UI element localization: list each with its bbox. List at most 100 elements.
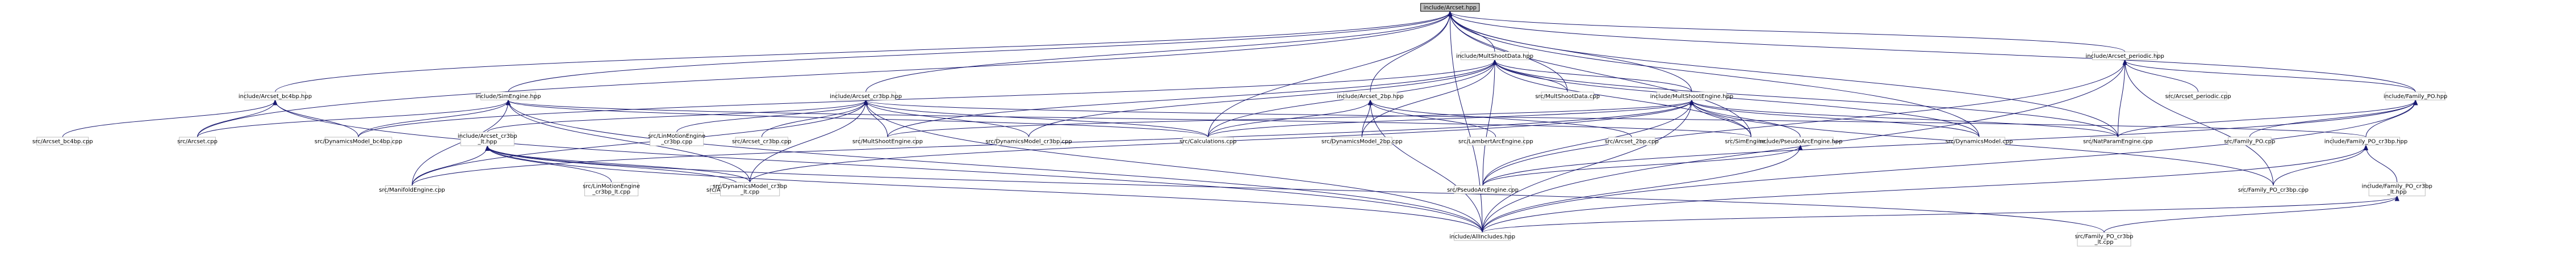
node-box — [1608, 137, 1655, 146]
edge-arcset-periodic-hpp-to-root — [1450, 12, 2126, 52]
edge-family-po-hpp-to-root — [1450, 12, 2416, 92]
node-box — [244, 91, 306, 100]
node-label: include/Arcset_periodic.hpp — [2085, 53, 2164, 60]
edge-arcset-cr3bp-lt-hpp-to-arcset-cr3bp-hpp — [487, 100, 865, 133]
node-label: include/MultShootEngine.hpp — [1650, 94, 1734, 100]
node-lambertarcengine-cpp[interactable]: src/LambertArcEngine.cpp — [1458, 137, 1533, 146]
node-dynamicsmodel-cr3bp-cpp[interactable]: src/DynamicsModel_cr3bp.cpp — [985, 137, 1072, 146]
node-dynamicsmodel-cpp[interactable]: src/DynamicsModel.cpp — [1946, 137, 2013, 146]
edge-multshootengine-cpp-to-multshootengine-hpp — [887, 100, 1692, 138]
node-family-po-cr3bp-cpp[interactable]: src/Family_PO_cr3bp.cpp — [2238, 185, 2309, 194]
node-arcset-cr3bp-hpp[interactable]: include/Arcset_cr3bp.hpp — [830, 91, 902, 100]
node-family-po-cr3bp-lt-cpp[interactable]: src/Family_PO_cr3bp_lt.cpp — [2075, 232, 2134, 247]
node-label: src/NatParamEngine.cpp — [2083, 138, 2153, 145]
node-dynamicsmodel-2bp-cpp[interactable]: src/DynamicsModel_2bp.cpp — [1322, 137, 1403, 146]
edge-arcset-2bp-cpp-to-arcset-2bp-hpp — [1370, 100, 1632, 138]
node-box — [1331, 137, 1392, 146]
node-label: _cr3bp_lt.cpp — [592, 189, 630, 196]
edge-family-po-cr3bp-hpp-to-family-po-hpp — [2365, 100, 2415, 137]
node-allincludes-hpp[interactable]: include/AllIncludes.hpp — [1449, 232, 1515, 241]
node-multshootengine-hpp[interactable]: include/MultShootEngine.hpp — [1650, 91, 1734, 100]
edge-dynamicsmodel-cpp-to-root — [1450, 12, 1980, 137]
node-family-po-cpp[interactable]: src/Family_PO.cpp — [2224, 137, 2275, 146]
node-multshootdata-hpp[interactable]: include/MultShootData.hpp — [1456, 51, 1533, 60]
node-box — [2090, 137, 2146, 146]
edge-family-po-hpp-to-arcset-periodic-hpp — [2125, 60, 2416, 92]
edge-simengine-cpp-to-simengine-hpp — [508, 100, 1751, 138]
node-multshootengine-cpp[interactable]: src/MultShootEngine.cpp — [852, 137, 923, 146]
edge-pseudoarcengine-cpp-to-arcset-periodic-hpp — [1482, 60, 2125, 186]
node-box — [1460, 51, 1529, 60]
edge-natparamengine-cpp-to-arcset-periodic-hpp — [2117, 60, 2125, 137]
node-multshootdata-cpp[interactable]: src/MultShootData.cpp — [1535, 91, 1600, 100]
node-box — [385, 185, 440, 194]
node-linmotionengine-cr3bp-cpp[interactable]: src/LinMotionEngine_cr3bp.cpp — [648, 132, 705, 146]
node-linmotionengine-cr3bp-lt-cpp[interactable]: src/LinMotionEngine_cr3bp_lt.cpp — [583, 182, 640, 197]
node-box — [2077, 232, 2131, 247]
edge-pseudoarcengine-cpp-to-multshootdata-hpp — [1482, 60, 1495, 186]
edge-arcset-bc4bp-cpp-to-arcset-bc4bp-hpp — [62, 100, 275, 138]
edge-dynamicsmodel-cr3bp-cpp-to-multshootdata-hpp — [1028, 60, 1495, 137]
edge-natparamengine-cpp-to-root — [1450, 12, 2118, 137]
edge-multshootengine-cpp-to-arcset-cr3bp-hpp — [866, 100, 888, 137]
edge-manifoldengine-cpp-to-arcset-cr3bp-lt-hpp — [412, 146, 488, 186]
node-arcset-bc4bp-cpp[interactable]: src/Arcset_bc4bp.cpp — [32, 137, 93, 146]
edge-layer — [62, 12, 2416, 233]
edge-dynamicsmodel-cr3bp-cpp-to-arcset-cr3bp-hpp — [866, 100, 1030, 138]
node-simengine-hpp[interactable]: include/SimEngine.hpp — [475, 91, 541, 100]
node-box — [996, 137, 1061, 146]
node-manifoldengine-cpp[interactable]: src/ManifoldEngine.cpp — [379, 185, 445, 194]
node-box — [650, 132, 704, 146]
edge-allincludes-hpp-to-arcset-periodic-hpp — [1482, 60, 2125, 233]
node-pseudoarcengine-cpp[interactable]: src/PseudoArcEngine.cpp — [1447, 185, 1519, 194]
node-family-po-cr3bp-hpp[interactable]: include/Family_PO_cr3bp.hpp — [2324, 137, 2408, 146]
node-family-po-hpp[interactable]: include/Family_PO.hpp — [2383, 91, 2448, 100]
edge-multshootengine-cpp-to-multshootdata-hpp — [887, 60, 1495, 137]
edge-arcset-cpp-to-simengine-hpp — [197, 100, 508, 138]
edge-allincludes-hpp-to-multshootengine-hpp — [1482, 100, 1692, 233]
node-root: include/Arcset.hpp — [1420, 3, 1480, 12]
node-simengine-cpp[interactable]: src/SimEngine.cpp — [1725, 137, 1778, 146]
node-box — [2169, 91, 2227, 100]
edge-arcset-cr3bp-hpp-to-root — [865, 12, 1450, 92]
node-arcset-periodic-hpp[interactable]: include/Arcset_periodic.hpp — [2085, 51, 2164, 60]
edge-family-po-cr3bp-cpp-to-family-po-cr3bp-hpp — [2273, 146, 2366, 186]
node-arcset-cr3bp-cpp[interactable]: src/Arcset_cr3bp.cpp — [732, 137, 792, 146]
edge-simengine-hpp-to-root — [508, 12, 1450, 92]
node-label: src/Arcset_2bp.cpp — [1605, 138, 1659, 145]
node-dynamicsmodel-cr3bp-lt-cpp[interactable]: src/DynamicsModel_cr3bp_lt.cpp — [713, 182, 787, 197]
node-label: src/SimEngine.cpp — [1725, 138, 1777, 145]
node-calculations-cpp[interactable]: src/Calculations.cpp — [1180, 137, 1236, 146]
node-label: _cr3bp.cpp — [660, 139, 692, 145]
node-arcset-periodic-cpp[interactable]: src/Arcset_periodic.cpp — [2165, 91, 2231, 100]
node-label: src/ManifoldEngine.cpp — [379, 187, 445, 193]
edge-allincludes-hpp-to-family-po-cr3bp-hpp — [1482, 146, 2366, 233]
node-label: src/PseudoArcEngine.cpp — [1447, 187, 1519, 193]
edge-manifoldengine-cpp-to-simengine-hpp — [412, 100, 508, 186]
node-layer: include/Arcset.hpp include/MultShootData.… — [32, 3, 2448, 247]
edge-calculations-cpp-to-simengine-hpp — [508, 100, 1208, 138]
node-arcset-2bp-cpp[interactable]: src/Arcset_2bp.cpp — [1605, 137, 1659, 146]
edge-simengine-cpp-to-multshootdata-hpp — [1495, 60, 1751, 137]
node-box — [324, 137, 392, 146]
node-arcset-2bp-hpp[interactable]: include/Arcset_2bp.hpp — [1337, 91, 1404, 100]
node-arcset-cr3bp-lt-hpp[interactable]: include/Arcset_cr3bp_lt.hpp — [458, 132, 517, 146]
edge-family-po-cr3bp-cpp-to-arcset-periodic-hpp — [2125, 60, 2274, 186]
node-arcset-cpp[interactable]: src/Arcset.cpp — [177, 137, 218, 146]
node-label: src/MultShootEngine.cpp — [852, 138, 923, 145]
node-arcset-bc4bp-hpp[interactable]: include/Arcset_bc4bp.hpp — [239, 91, 312, 100]
node-label: include/Family_PO.hpp — [2383, 94, 2448, 100]
node-dynamicsmodel-bc4bp-cpp[interactable]: src/DynamicsModel_bc4bp.cpp — [315, 137, 403, 146]
edge-pseudoarcengine-cpp-to-multshootengine-hpp — [1482, 100, 1692, 186]
node-pseudoarcengine-hpp[interactable]: include/PseudoArcEngine.hpp — [1758, 137, 1842, 146]
node-box — [2243, 185, 2304, 194]
node-family-po-cr3bp-lt-hpp[interactable]: include/Family_PO_cr3bp_lt.hpp — [2362, 182, 2432, 197]
edge-arcset-cpp-to-root — [197, 12, 1450, 137]
node-box — [835, 91, 896, 100]
edge-dynamicsmodel-cr3bp-lt-cpp-to-arcset-cr3bp-lt-hpp — [487, 146, 751, 183]
node-label: src/DynamicsModel_cr3bp.cpp — [985, 138, 1072, 145]
node-label: src/LinMotionEngine — [648, 133, 705, 139]
node-label: src/LinMotionEngine — [583, 184, 640, 190]
node-natparamengine-cpp[interactable]: src/NatParamEngine.cpp — [2083, 137, 2153, 146]
